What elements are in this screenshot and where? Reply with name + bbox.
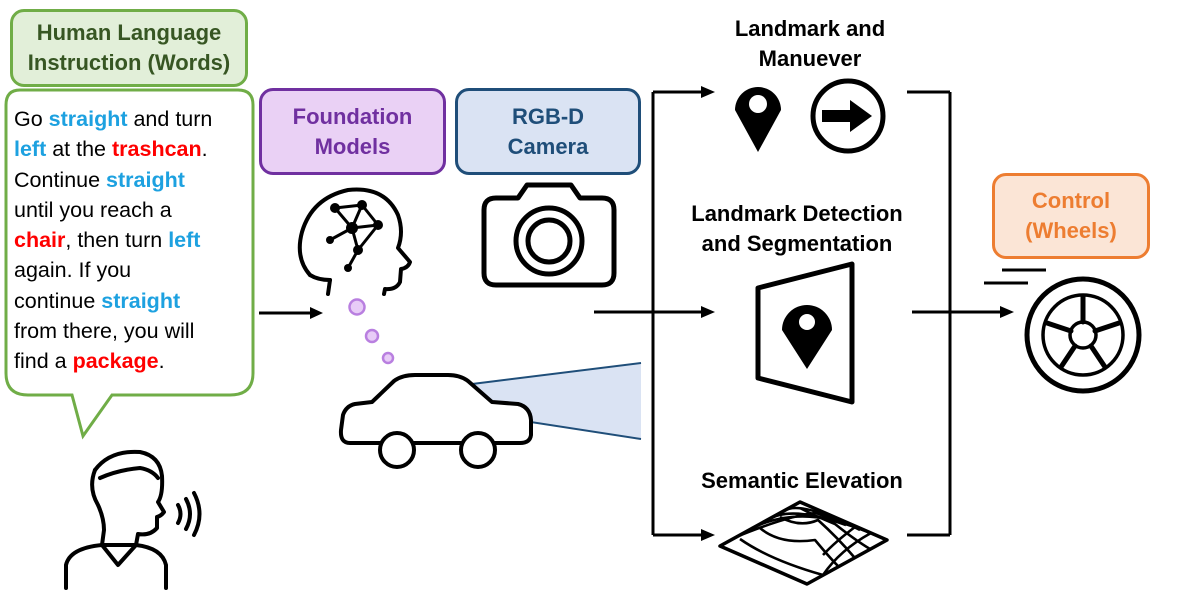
instruction-line: chair, then turn left bbox=[14, 225, 248, 255]
instruction-text-segment: until you reach a bbox=[14, 197, 172, 222]
landmark-line1: Landmark and bbox=[734, 16, 886, 41]
foundation-models-line1: Foundation bbox=[292, 103, 413, 129]
camera-line1: RGB-D bbox=[511, 103, 585, 129]
direction-keyword: straight bbox=[101, 288, 181, 313]
instruction-text-segment: at the bbox=[46, 137, 112, 162]
right-arrow-icon bbox=[810, 78, 886, 154]
direction-keyword: left bbox=[168, 228, 201, 253]
camera-beam bbox=[472, 363, 641, 439]
instruction-text-segment: . bbox=[158, 349, 165, 374]
instruction-title-line2: Instruction (Words) bbox=[27, 50, 231, 75]
instruction-title-box: Human Language Instruction (Words) bbox=[10, 9, 248, 87]
direction-keyword: straight bbox=[48, 107, 128, 131]
rgbd-camera-box: RGB-D Camera bbox=[455, 88, 641, 175]
object-keyword: package bbox=[72, 349, 159, 374]
instruction-line: Go straight and turn bbox=[14, 104, 248, 134]
control-line2: (Wheels) bbox=[1025, 218, 1117, 243]
instruction-line: continue straight bbox=[14, 286, 248, 316]
segmentation-icon bbox=[755, 261, 855, 405]
camera-icon bbox=[481, 182, 617, 288]
person-speaking-icon bbox=[64, 449, 202, 590]
wheel-icon bbox=[984, 268, 1142, 394]
detection-line2: and Segmentation bbox=[701, 231, 893, 256]
instruction-text-segment: , then turn bbox=[65, 228, 169, 253]
instruction-line: until you reach a bbox=[14, 195, 248, 225]
speech-bubble-outline bbox=[4, 88, 255, 440]
instruction-text-segment: and turn bbox=[127, 107, 213, 131]
instruction-line: again. If you bbox=[14, 255, 248, 285]
detection-line1: Landmark Detection bbox=[691, 201, 903, 226]
instruction-line: find a package. bbox=[14, 346, 248, 376]
foundation-models-box: Foundation Models bbox=[259, 88, 446, 175]
foundation-models-line2: Models bbox=[314, 133, 391, 159]
instruction-text-segment: from there, you will bbox=[14, 319, 195, 344]
instruction-text-segment: continue bbox=[14, 288, 102, 313]
control-line1: Control bbox=[1031, 188, 1111, 213]
object-keyword: chair bbox=[14, 228, 66, 253]
instruction-text-segment: find a bbox=[14, 349, 73, 374]
detection-label: Landmark Detection and Segmentation bbox=[662, 199, 932, 259]
car-icon bbox=[338, 373, 533, 469]
direction-keyword: left bbox=[14, 137, 47, 162]
elevation-label: Semantic Elevation bbox=[701, 468, 903, 493]
elevation-mesh-icon bbox=[718, 500, 889, 586]
instruction-text-segment: again. If you bbox=[14, 258, 132, 283]
control-wheels-box: Control (Wheels) bbox=[992, 173, 1150, 259]
brain-network-icon bbox=[297, 187, 412, 296]
landmark-line2: Manuever bbox=[758, 46, 862, 71]
instruction-text-segment: . bbox=[201, 137, 208, 162]
instruction-text-segment: Go bbox=[14, 107, 49, 131]
camera-line2: Camera bbox=[507, 133, 589, 159]
direction-keyword: straight bbox=[106, 167, 185, 192]
thought-bubbles-icon bbox=[348, 298, 395, 365]
instruction-line: from there, you will bbox=[14, 316, 248, 346]
instruction-line: Continue straight bbox=[14, 165, 248, 195]
instruction-text-segment: Continue bbox=[14, 167, 107, 192]
landmark-label: Landmark and Manuever bbox=[690, 14, 930, 74]
instruction-line: left at the trashcan. bbox=[14, 134, 248, 164]
object-keyword: trashcan bbox=[112, 137, 202, 162]
instruction-title-line1: Human Language bbox=[36, 20, 222, 45]
location-pin-icon bbox=[735, 87, 781, 152]
